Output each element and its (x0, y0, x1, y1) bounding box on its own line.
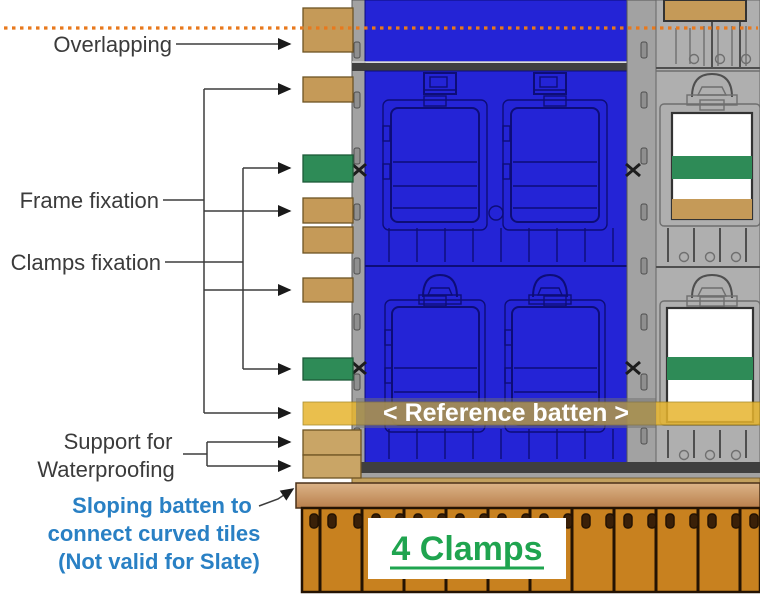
clamp-arch-icon (691, 273, 733, 299)
batten-through-window-top (663, 0, 747, 22)
clamps-count-label: 4 Clamps (391, 530, 542, 568)
overlap-course (364, 0, 628, 63)
tan-batten-band (672, 199, 752, 219)
batten-plain (302, 226, 354, 254)
annotation-labels: Overlapping Frame fixation Clamps fixati… (11, 32, 261, 574)
green-batten-band (667, 357, 753, 380)
sloping-label-line1: Sloping batten to (72, 493, 252, 518)
batten-overlapping (302, 7, 354, 53)
sloping-label-line3: (Not valid for Slate) (58, 549, 260, 574)
blue-highlight-panel (352, 0, 656, 464)
frame-bottom-strip (352, 473, 760, 479)
sloping-batten (295, 482, 760, 509)
reference-batten-band: < Reference batten > (302, 398, 760, 428)
frame-fixation-label: Frame fixation (20, 188, 159, 213)
tile-bottom-edge (352, 462, 760, 473)
support-label-line2: Waterproofing (37, 457, 174, 482)
reference-batten-label: < Reference batten > (383, 399, 629, 427)
green-batten-band (672, 156, 752, 179)
frame-clamp-clips (351, 162, 641, 376)
left-battens (302, 7, 362, 479)
blue-tile-row1 (365, 72, 627, 267)
clamp-arch-icon (691, 72, 733, 98)
leader-lines (163, 38, 295, 507)
batten-support-1 (302, 429, 362, 456)
clamps-fixation-label: Clamps fixation (11, 250, 161, 275)
batten-frame-fix-3 (302, 277, 354, 303)
batten-clamps-fix-2 (302, 357, 354, 381)
support-label-line1: Support for (64, 429, 173, 454)
clamps-count-box: 4 Clamps (368, 518, 566, 579)
sloping-label-line2: connect curved tiles (48, 521, 261, 546)
batten-frame-fix-2 (302, 197, 354, 224)
batten-clamps-fix-1 (302, 154, 354, 183)
batten-support-2 (302, 454, 362, 479)
batten-frame-fix-1 (302, 76, 354, 103)
batten-cross-section-window-1 (659, 99, 760, 227)
overlapping-label: Overlapping (53, 32, 172, 57)
